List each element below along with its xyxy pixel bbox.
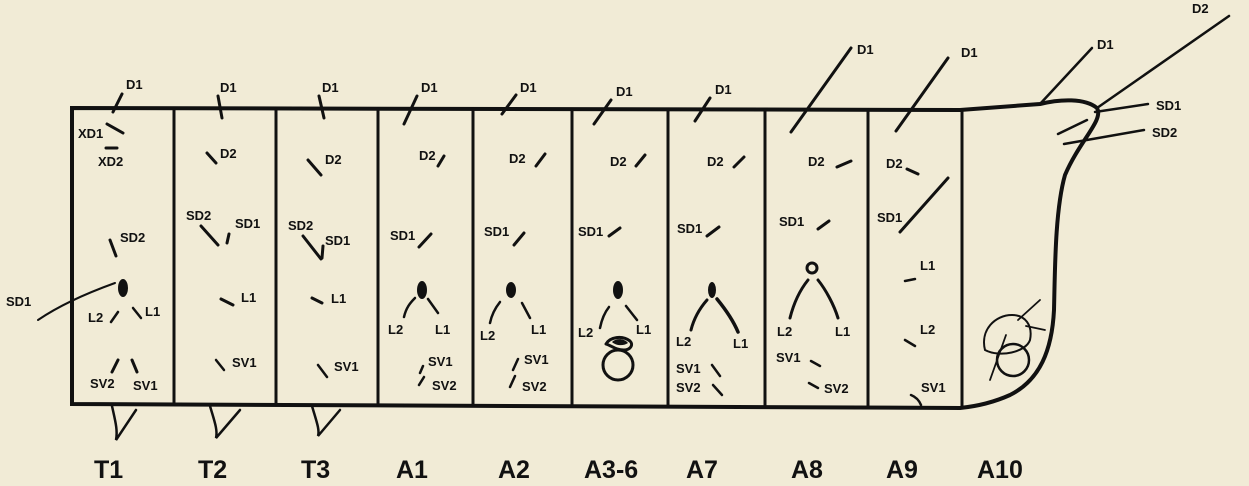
segment-label-t2: T2 [198, 456, 227, 484]
seta-label-a2-d2: D2 [509, 151, 526, 166]
seta-label-t1-sv1: SV1 [133, 378, 158, 393]
segment-label-t3: T3 [301, 456, 330, 484]
segment-t3: D1 D2 SD2 SD1 L1 SV1 [288, 80, 359, 379]
seta-label-t1-xd2: XD2 [98, 154, 123, 169]
seta-label-a10-sd1: SD1 [1156, 98, 1181, 113]
seta-label-a7-sv2: SV2 [676, 380, 701, 395]
seta-label-t1-l1: L1 [145, 304, 160, 319]
seta-label-a8-d1: D1 [857, 42, 874, 57]
seta-label-a1-l1: L1 [435, 322, 450, 337]
seta-label-a2-l2: L2 [480, 328, 495, 343]
segment-a10: D1 D2 SD1 SD2 [983, 1, 1231, 381]
segment-t1: D1 XD1 XD2 SD2 SD1 L2 L1 SV2 SV1 [6, 77, 160, 393]
segment-label-a9: A9 [886, 456, 918, 484]
segment-a1: D1 D2 SD1 L2 L1 SV1 SV2 [388, 80, 457, 393]
segment-a8: D1 D2 SD1 L2 L1 SV1 SV2 [776, 42, 874, 396]
seta-label-t2-d1: D1 [220, 80, 237, 95]
seta-label-a10-sd2: SD2 [1152, 125, 1177, 140]
seta-label-t3-sd1: SD1 [325, 233, 350, 248]
segment-a7: D1 D2 SD1 L2 L1 SV1 SV2 [676, 82, 748, 397]
seta-label-a36-d1: D1 [616, 84, 633, 99]
segment-label-a3-6: A3-6 [584, 456, 638, 484]
segment-label-a1: A1 [396, 456, 428, 484]
seta-label-t2-sv1: SV1 [232, 355, 257, 370]
seta-label-a36-l1: L1 [636, 322, 651, 337]
body-outline [70, 98, 1101, 411]
segment-a9: D1 D2 SD1 L1 L2 SV1 [877, 45, 978, 407]
seta-label-t1-d1: D1 [126, 77, 143, 92]
segment-label-a8: A8 [791, 456, 823, 484]
seta-label-t2-d2: D2 [220, 146, 237, 161]
seta-label-a7-l2: L2 [676, 334, 691, 349]
seta-label-t1-sv2: SV2 [90, 376, 115, 391]
seta-label-a1-sv1: SV1 [428, 354, 453, 369]
seta-label-a8-l1: L1 [835, 324, 850, 339]
seta-label-a1-d2: D2 [419, 148, 436, 163]
seta-label-t3-d2: D2 [325, 152, 342, 167]
seta-label-a1-d1: D1 [421, 80, 438, 95]
seta-label-a36-d2: D2 [610, 154, 627, 169]
seta-label-a8-sv2: SV2 [824, 381, 849, 396]
seta-label-a7-d2: D2 [707, 154, 724, 169]
seta-label-a9-l2: L2 [920, 322, 935, 337]
seta-label-t1-l2: L2 [88, 310, 103, 325]
segment-label-a7: A7 [686, 456, 718, 484]
seta-label-a2-sd1: SD1 [484, 224, 509, 239]
seta-label-a10-d1: D1 [1097, 37, 1114, 52]
seta-label-a9-sd1: SD1 [877, 210, 902, 225]
segment-labels: T1 T2 T3 A1 A2 A3-6 A7 A8 A9 A10 [94, 456, 1023, 484]
seta-label-a2-sv1: SV1 [524, 352, 549, 367]
seta-label-a8-sv1: SV1 [776, 350, 801, 365]
seta-label-t3-l1: L1 [331, 291, 346, 306]
seta-label-a2-l1: L1 [531, 322, 546, 337]
seta-label-a2-sv2: SV2 [522, 379, 547, 394]
seta-label-a8-sd1: SD1 [779, 214, 804, 229]
seta-label-t2-l1: L1 [241, 290, 256, 305]
seta-label-a2-d1: D1 [520, 80, 537, 95]
segment-a2: D1 D2 SD1 L2 L1 SV1 SV2 [480, 80, 549, 394]
seta-label-a7-sv1: SV1 [676, 361, 701, 376]
seta-label-a7-l1: L1 [733, 336, 748, 351]
seta-label-a36-l2: L2 [578, 325, 593, 340]
seta-label-a10-d2: D2 [1192, 1, 1209, 16]
seta-label-a1-sv2: SV2 [432, 378, 457, 393]
seta-label-t1-sd1: SD1 [6, 294, 31, 309]
seta-label-t3-sd2: SD2 [288, 218, 313, 233]
seta-label-a9-sv1: SV1 [921, 380, 946, 395]
segment-label-a2: A2 [498, 456, 530, 484]
seta-label-a8-l2: L2 [777, 324, 792, 339]
segment-label-t1: T1 [94, 456, 123, 484]
seta-label-t3-sv1: SV1 [334, 359, 359, 374]
seta-label-a7-sd1: SD1 [677, 221, 702, 236]
seta-label-a1-sd1: SD1 [390, 228, 415, 243]
seta-label-a7-d1: D1 [715, 82, 732, 97]
seta-label-t2-sd1: SD1 [235, 216, 260, 231]
seta-label-a9-d2: D2 [886, 156, 903, 171]
segment-a3-6: D1 D2 SD1 L2 L1 [578, 84, 651, 382]
thoracic-legs [110, 404, 342, 441]
seta-label-t2-sd2: SD2 [186, 208, 211, 223]
seta-label-t3-d1: D1 [322, 80, 339, 95]
seta-label-a9-d1: D1 [961, 45, 978, 60]
seta-label-a36-sd1: SD1 [578, 224, 603, 239]
seta-label-a9-l1: L1 [920, 258, 935, 273]
segment-t2: D1 D2 SD2 SD1 L1 SV1 [186, 80, 260, 372]
seta-label-t1-sd2: SD2 [120, 230, 145, 245]
seta-label-t1-xd1: XD1 [78, 126, 103, 141]
seta-label-a1-l2: L2 [388, 322, 403, 337]
segment-label-a10: A10 [977, 456, 1023, 484]
seta-label-a8-d2: D2 [808, 154, 825, 169]
